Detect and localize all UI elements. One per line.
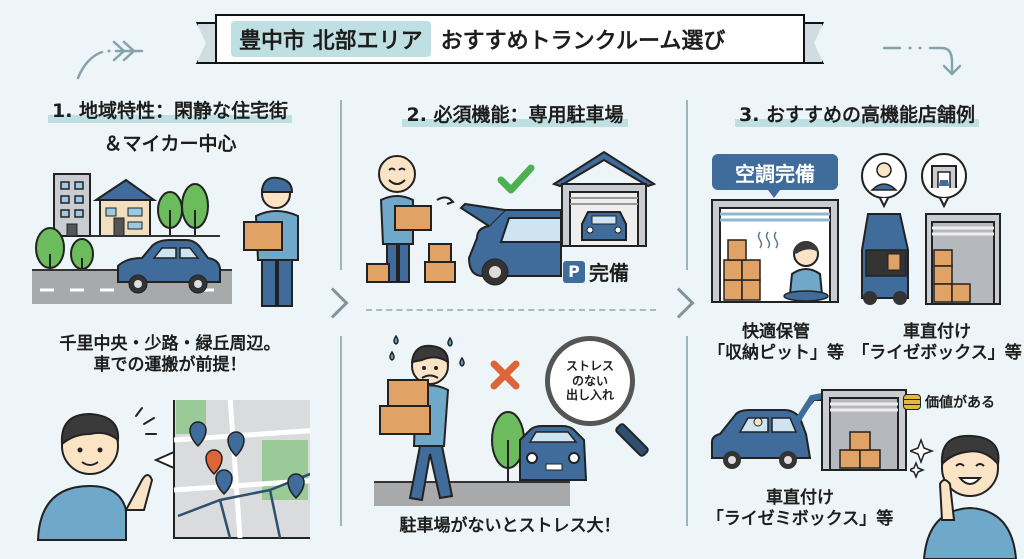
section-recommended-stores: 3. おすすめの高機能店舗例 [690,100,1024,127]
caption-line-2: 車での運搬が前提！ [93,355,247,376]
happy-person-illustration [910,434,1018,559]
example-2-caption: 車直付け 「ライゼボックス」等 [850,322,1024,365]
stressed-carrying-illustration [374,334,588,506]
column-divider [340,336,342,526]
aircon-badge-pointer [768,190,780,198]
dotted-down-arrow-icon [882,46,962,76]
page-title: おすすめトランクルーム選び [440,29,726,54]
section-parking: 2. 必須機能：専用駐車場 [345,100,685,127]
section-3-title: 3. おすすめの高機能店舗例 [734,100,980,127]
person-pointing-map-illustration [36,400,310,541]
section-divider-dashed [366,309,656,311]
coin-stack-icon [903,394,921,410]
magnifier-stress-free: ストレス のない 出し入れ [545,336,635,426]
column-divider [686,336,688,526]
loading-car-illustration [366,155,562,286]
banner-ribbon-right [802,22,824,64]
magnifier-text: のない [571,373,608,388]
caption-line-1: 快適保管 [742,322,810,342]
title-banner: 豊中市 北部エリア おすすめトランクルーム選び [215,14,805,64]
caption-line-2: 「収納ピット」等 [708,343,844,364]
section-regional-characteristics: 1. 地域特性：閑静な住宅街 ＆マイカー中心 [0,96,340,156]
car-to-storage-illustration [711,389,907,471]
magnifier-text: ストレス [565,359,614,374]
example-3-caption: 車直付け 「ライゼミボックス」等 [700,488,900,531]
chevron-right-icon [663,287,695,319]
column-divider [686,100,688,270]
column-divider [340,100,342,270]
garage-illustration [552,150,657,247]
caption-line-2: 「ライゼボックス」等 [852,343,1022,364]
section-1-caption: 千里中央・少路・緑丘周辺。 車での運搬が前提！ [0,334,340,377]
caption-line-1: 千里中央・少路・緑丘周辺。 [59,334,281,354]
value-label: 価値がある [903,392,995,412]
section-2-title: 2. 必須機能：専用駐車場 [402,100,628,127]
section-2-caption: 駐車場がないとストレス大！ [399,516,621,536]
parking-label: 完備 [589,261,629,285]
residential-street-illustration [32,173,299,307]
section-1-subtitle: ＆マイカー中心 [103,133,237,155]
parking-available-label: P 完備 [563,257,629,286]
caption-line-1: 車直付け [766,488,834,508]
climate-storage-unit-illustration [711,199,839,303]
area-highlight: 豊中市 北部エリア [231,21,431,57]
aircon-badge: 空調完備 [712,154,838,190]
example-1-caption: 快適保管 「収納ピット」等 [702,322,850,365]
drive-up-storage-illustration [861,153,1001,305]
magnifier-text: 出し入れ [565,388,614,403]
section-1-title: 1. 地域特性：閑静な住宅街 [47,96,293,123]
caption-line-1: 車直付け [903,322,971,342]
curved-arrow-icon [76,40,144,80]
value-text: 価値がある [925,395,995,411]
parking-icon: P [563,260,585,283]
caption-line-2: 「ライゼミボックス」等 [706,509,894,530]
